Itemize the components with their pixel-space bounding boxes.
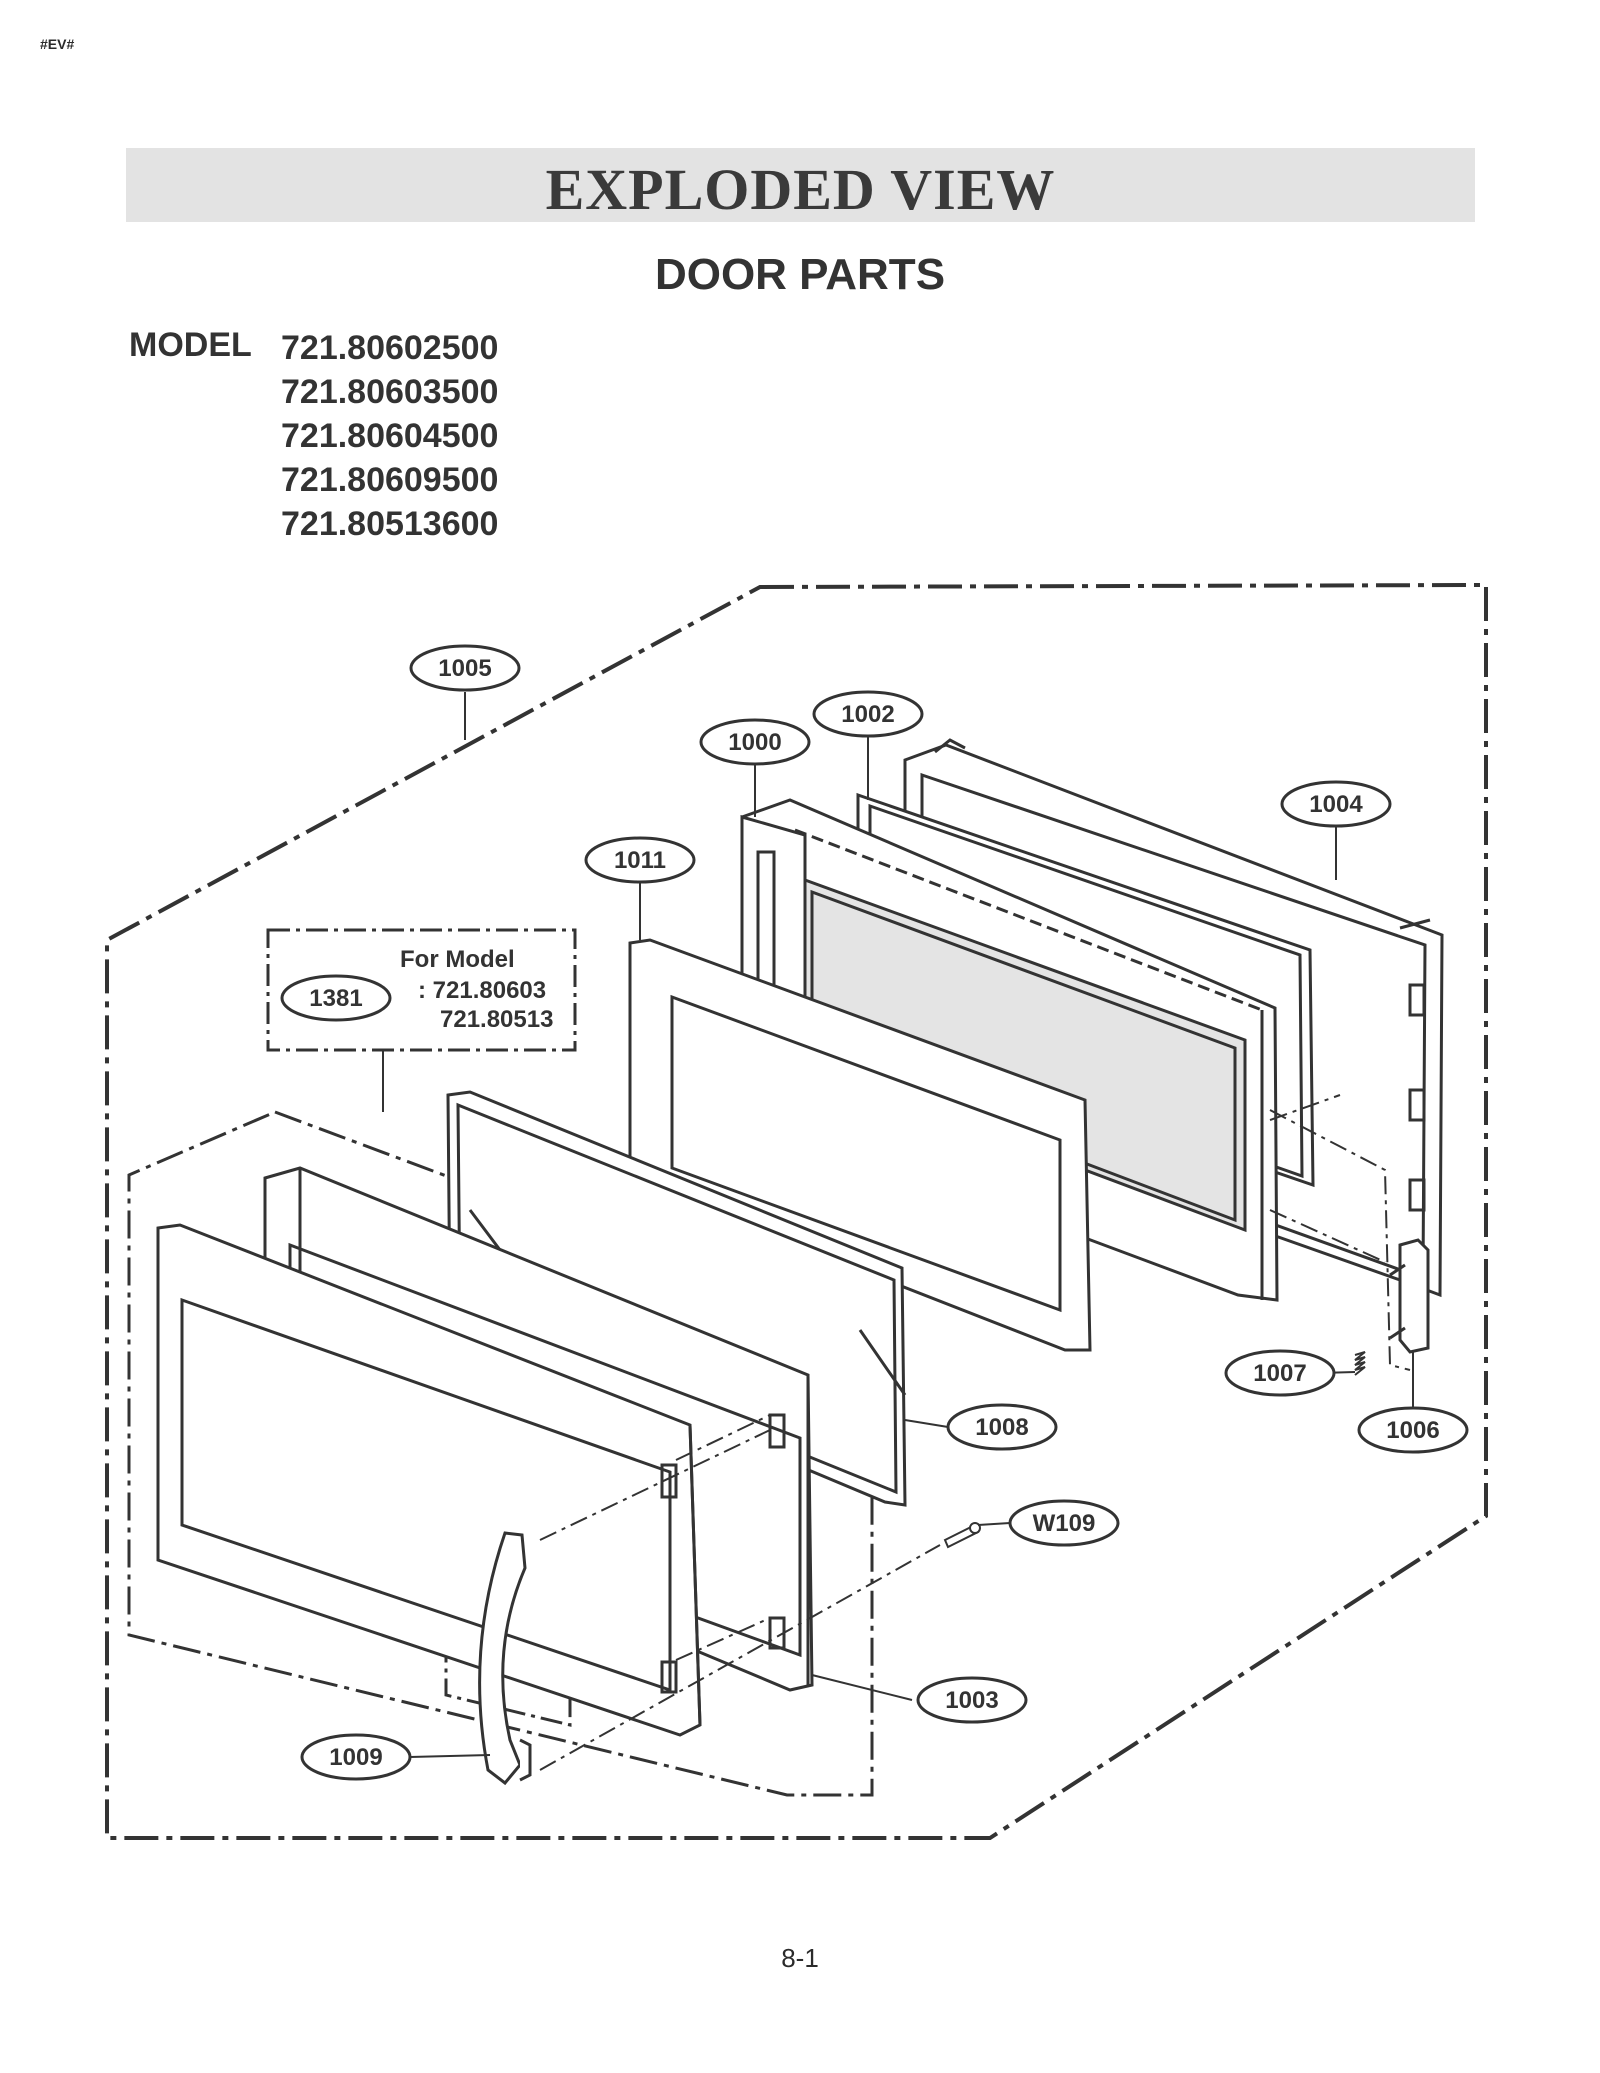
model-note-line1: : 721.80603: [418, 977, 546, 1004]
title-banner: EXPLODED VIEW: [126, 148, 1475, 222]
callout-1011-ellipse: [584, 836, 696, 884]
callout-1006: 1006: [1386, 1417, 1439, 1444]
model-note-heading: For Model: [400, 946, 515, 973]
callout-1000: 1000: [728, 729, 781, 756]
model-label: MODEL: [129, 326, 252, 364]
callout-1002: 1002: [841, 701, 894, 728]
screw-w109: [943, 1522, 981, 1549]
callout-1005: 1005: [438, 655, 491, 682]
page-number: 8-1: [781, 1943, 819, 1973]
door-assembly-boundary: [105, 582, 1488, 1840]
leader-lines: [382, 692, 1414, 1758]
latch-1006: [1389, 1238, 1430, 1354]
section-subtitle: DOOR PARTS: [654, 250, 946, 299]
callout-w109: W109: [1033, 1510, 1096, 1537]
model-note-line2: 721.80513: [440, 1006, 553, 1033]
callout-1003: 1003: [945, 1687, 998, 1714]
callout-1009-ellipse: [300, 1733, 412, 1781]
page-title: EXPLODED VIEW: [545, 157, 1056, 222]
callout-1004-ellipse: [1280, 780, 1392, 828]
spring-1007: [1354, 1351, 1366, 1376]
callout-1007-ellipse: [1224, 1349, 1336, 1397]
model-number: 721.80602500: [281, 329, 499, 367]
model-number: 721.80513600: [281, 505, 499, 543]
callout-1008-ellipse: [946, 1403, 1058, 1451]
callout-1011: 1011: [614, 847, 666, 874]
callout-1007: 1007: [1253, 1360, 1306, 1387]
callout-1005-ellipse: [409, 644, 521, 692]
callout-1003-ellipse: [916, 1676, 1028, 1724]
callout-w109-ellipse: [1008, 1499, 1120, 1547]
callout-1008: 1008: [975, 1414, 1028, 1441]
assembly-guide-lines: [539, 1094, 1411, 1771]
model-number: 721.80609500: [281, 461, 499, 499]
model-number: 721.80603500: [281, 373, 499, 411]
callout-1381: 1381: [309, 985, 362, 1012]
model-note-box: [266, 928, 577, 1052]
callout-1006-ellipse: [1357, 1406, 1469, 1454]
door-handle-1009: [478, 1531, 532, 1786]
callout-1009: 1009: [329, 1744, 382, 1771]
callout-1002-ellipse: [812, 690, 924, 738]
callout-1004: 1004: [1309, 791, 1363, 818]
callout-1381-ellipse: [280, 974, 392, 1022]
callout-1000-ellipse: [699, 718, 811, 766]
model-number: 721.80604500: [281, 417, 499, 455]
model-list: 721.80602500 721.80603500 721.80604500 7…: [281, 326, 498, 546]
document-tag: #EV#: [40, 36, 75, 52]
